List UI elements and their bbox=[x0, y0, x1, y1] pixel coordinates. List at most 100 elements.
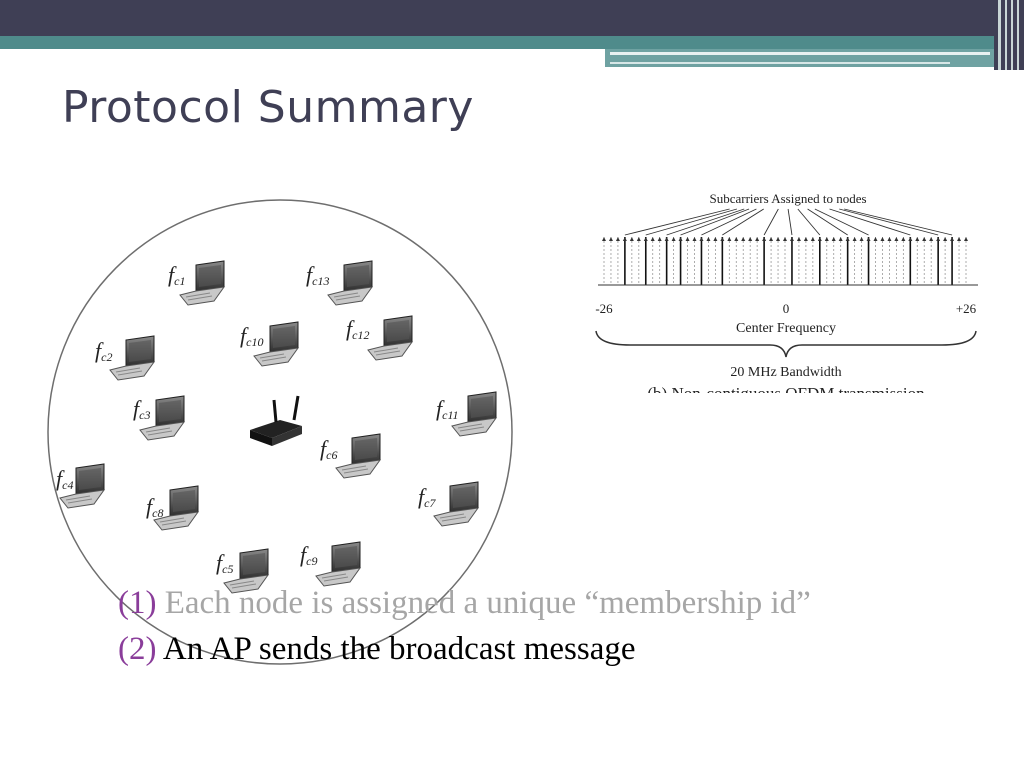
bullet-number: (1) bbox=[118, 585, 157, 621]
subcarrier-arrowhead bbox=[748, 237, 753, 241]
subcarrier-arrowhead bbox=[817, 237, 822, 241]
wireless-router-icon bbox=[250, 395, 302, 446]
subcarrier-arrowhead bbox=[615, 237, 620, 241]
header-accent-line bbox=[610, 52, 990, 55]
network-diagram: fc1 fc13 fc10 fc12 fc2 fc3 fc11 fc6 fc4 … bbox=[47, 199, 513, 665]
header-stripes bbox=[994, 0, 1024, 70]
node-label: fc9 bbox=[300, 542, 317, 568]
subcarrier-arrowhead bbox=[908, 237, 913, 241]
subcarrier-label: Subcarriers Assigned to nodes bbox=[709, 191, 866, 206]
subcarrier-arrowhead bbox=[894, 237, 899, 241]
subcarrier-arrowhead bbox=[845, 237, 850, 241]
subcarrier-arrowhead bbox=[964, 237, 968, 241]
subcarrier-arrowhead bbox=[657, 237, 662, 241]
subcarrier-arrowhead bbox=[803, 237, 808, 241]
subcarrier-arrowhead bbox=[880, 237, 885, 241]
subcarrier-arrowhead bbox=[741, 237, 746, 241]
subcarrier-arrowhead bbox=[692, 237, 697, 241]
subcarrier-arrowhead bbox=[922, 237, 927, 241]
tick-label-right: +26 bbox=[956, 301, 977, 316]
bullet-text: Each node is assigned a unique “membersh… bbox=[164, 585, 811, 621]
assignment-arrow bbox=[839, 208, 939, 236]
subcarrier-lines bbox=[602, 208, 968, 285]
assignment-arrow bbox=[787, 208, 793, 236]
node-label: fc6 bbox=[320, 436, 337, 462]
assignment-arrow bbox=[722, 208, 764, 236]
subcarrier-arrowhead bbox=[887, 237, 892, 241]
subcarrier-arrowhead bbox=[720, 237, 725, 241]
subcarrier-arrowhead bbox=[685, 237, 690, 241]
bandwidth-brace bbox=[595, 330, 977, 358]
node-label: fc1 bbox=[168, 262, 185, 288]
bullet-text: An AP sends the broadcast message bbox=[162, 631, 636, 667]
subcarrier-arrowhead bbox=[810, 237, 815, 241]
assignment-arrow bbox=[680, 208, 750, 236]
subcarrier-arrowhead bbox=[671, 237, 676, 241]
assignment-arrow bbox=[844, 208, 953, 236]
header-band bbox=[0, 0, 1024, 36]
subcarrier-arrowhead bbox=[873, 237, 878, 241]
node-label: fc11 bbox=[436, 396, 459, 422]
node-label: fc2 bbox=[95, 338, 112, 364]
subcarrier-arrowhead bbox=[629, 237, 634, 241]
node-label: fc3 bbox=[133, 396, 150, 422]
assignment-arrow bbox=[701, 208, 757, 236]
bandwidth-label: 20 MHz Bandwidth bbox=[730, 365, 841, 380]
bullet-list: (1) Each node is assigned a unique “memb… bbox=[118, 580, 811, 672]
node-label: fc13 bbox=[306, 262, 329, 288]
header-accent-line bbox=[610, 62, 950, 64]
subcarrier-arrowhead bbox=[608, 237, 613, 241]
subcarrier-arrowhead bbox=[901, 237, 906, 241]
assignment-arrow bbox=[645, 208, 738, 236]
subcarrier-arrowhead bbox=[762, 237, 767, 241]
subcarrier-arrowhead bbox=[929, 237, 934, 241]
subcarrier-arrowhead bbox=[852, 237, 857, 241]
assignment-arrow bbox=[829, 208, 911, 236]
node-label: fc8 bbox=[146, 494, 163, 520]
node-label: fc5 bbox=[216, 550, 233, 576]
header-accent-band bbox=[0, 36, 1024, 49]
subcarrier-arrowhead bbox=[950, 237, 955, 241]
subcarrier-arrowhead bbox=[650, 237, 655, 241]
bullet-number: (2) bbox=[118, 631, 157, 667]
node-label: fc7 bbox=[418, 484, 436, 510]
subcarrier-arrowhead bbox=[796, 237, 801, 241]
axis-label: Center Frequency bbox=[736, 321, 836, 336]
subcarrier-arrowhead bbox=[936, 237, 941, 241]
subcarrier-arrowhead bbox=[734, 237, 739, 241]
subcarrier-arrowhead bbox=[859, 237, 864, 241]
subcarrier-arrowhead bbox=[602, 237, 606, 241]
subcarrier-arrowhead bbox=[755, 237, 760, 241]
assignment-arrow bbox=[666, 208, 745, 236]
subcarrier-arrowhead bbox=[915, 237, 920, 241]
subcarrier-arrowhead bbox=[838, 237, 843, 241]
subcarrier-arrowhead bbox=[943, 237, 948, 241]
subcarrier-figure: Subcarriers Assigned to nodes -26 0 +26 … bbox=[595, 191, 978, 395]
subcarrier-arrowhead bbox=[824, 237, 829, 241]
subcarrier-arrowhead bbox=[789, 237, 794, 241]
page-title: Protocol Summary bbox=[62, 82, 474, 133]
subcarrier-arrowhead bbox=[957, 237, 962, 241]
tick-label-left: -26 bbox=[595, 301, 613, 316]
subcarrier-arrowhead bbox=[866, 237, 871, 241]
node-label: fc10 bbox=[240, 323, 263, 349]
assignment-arrow bbox=[807, 208, 848, 236]
node-label: fc4 bbox=[56, 466, 73, 492]
subcarrier-arrowhead bbox=[713, 237, 718, 241]
tick-label-center: 0 bbox=[783, 301, 790, 316]
subcarrier-arrowhead bbox=[636, 237, 641, 241]
subcarrier-arrowhead bbox=[727, 237, 732, 241]
assignment-arrow bbox=[814, 208, 869, 236]
bullet-item: (2) An AP sends the broadcast message bbox=[118, 626, 811, 672]
assignment-arrow bbox=[763, 208, 779, 236]
subcarrier-arrowhead bbox=[783, 237, 787, 241]
assignment-arrow bbox=[624, 208, 730, 236]
subcarrier-arrowhead bbox=[643, 237, 648, 241]
subcarrier-arrowhead bbox=[622, 237, 627, 241]
figure-caption-cut: (b) Non-contiguous OFDM transmission bbox=[647, 384, 925, 395]
subcarrier-arrowhead bbox=[706, 237, 711, 241]
bullet-item: (1) Each node is assigned a unique “memb… bbox=[118, 580, 811, 626]
assignment-arrow bbox=[797, 208, 821, 236]
subcarrier-arrowhead bbox=[831, 237, 836, 241]
